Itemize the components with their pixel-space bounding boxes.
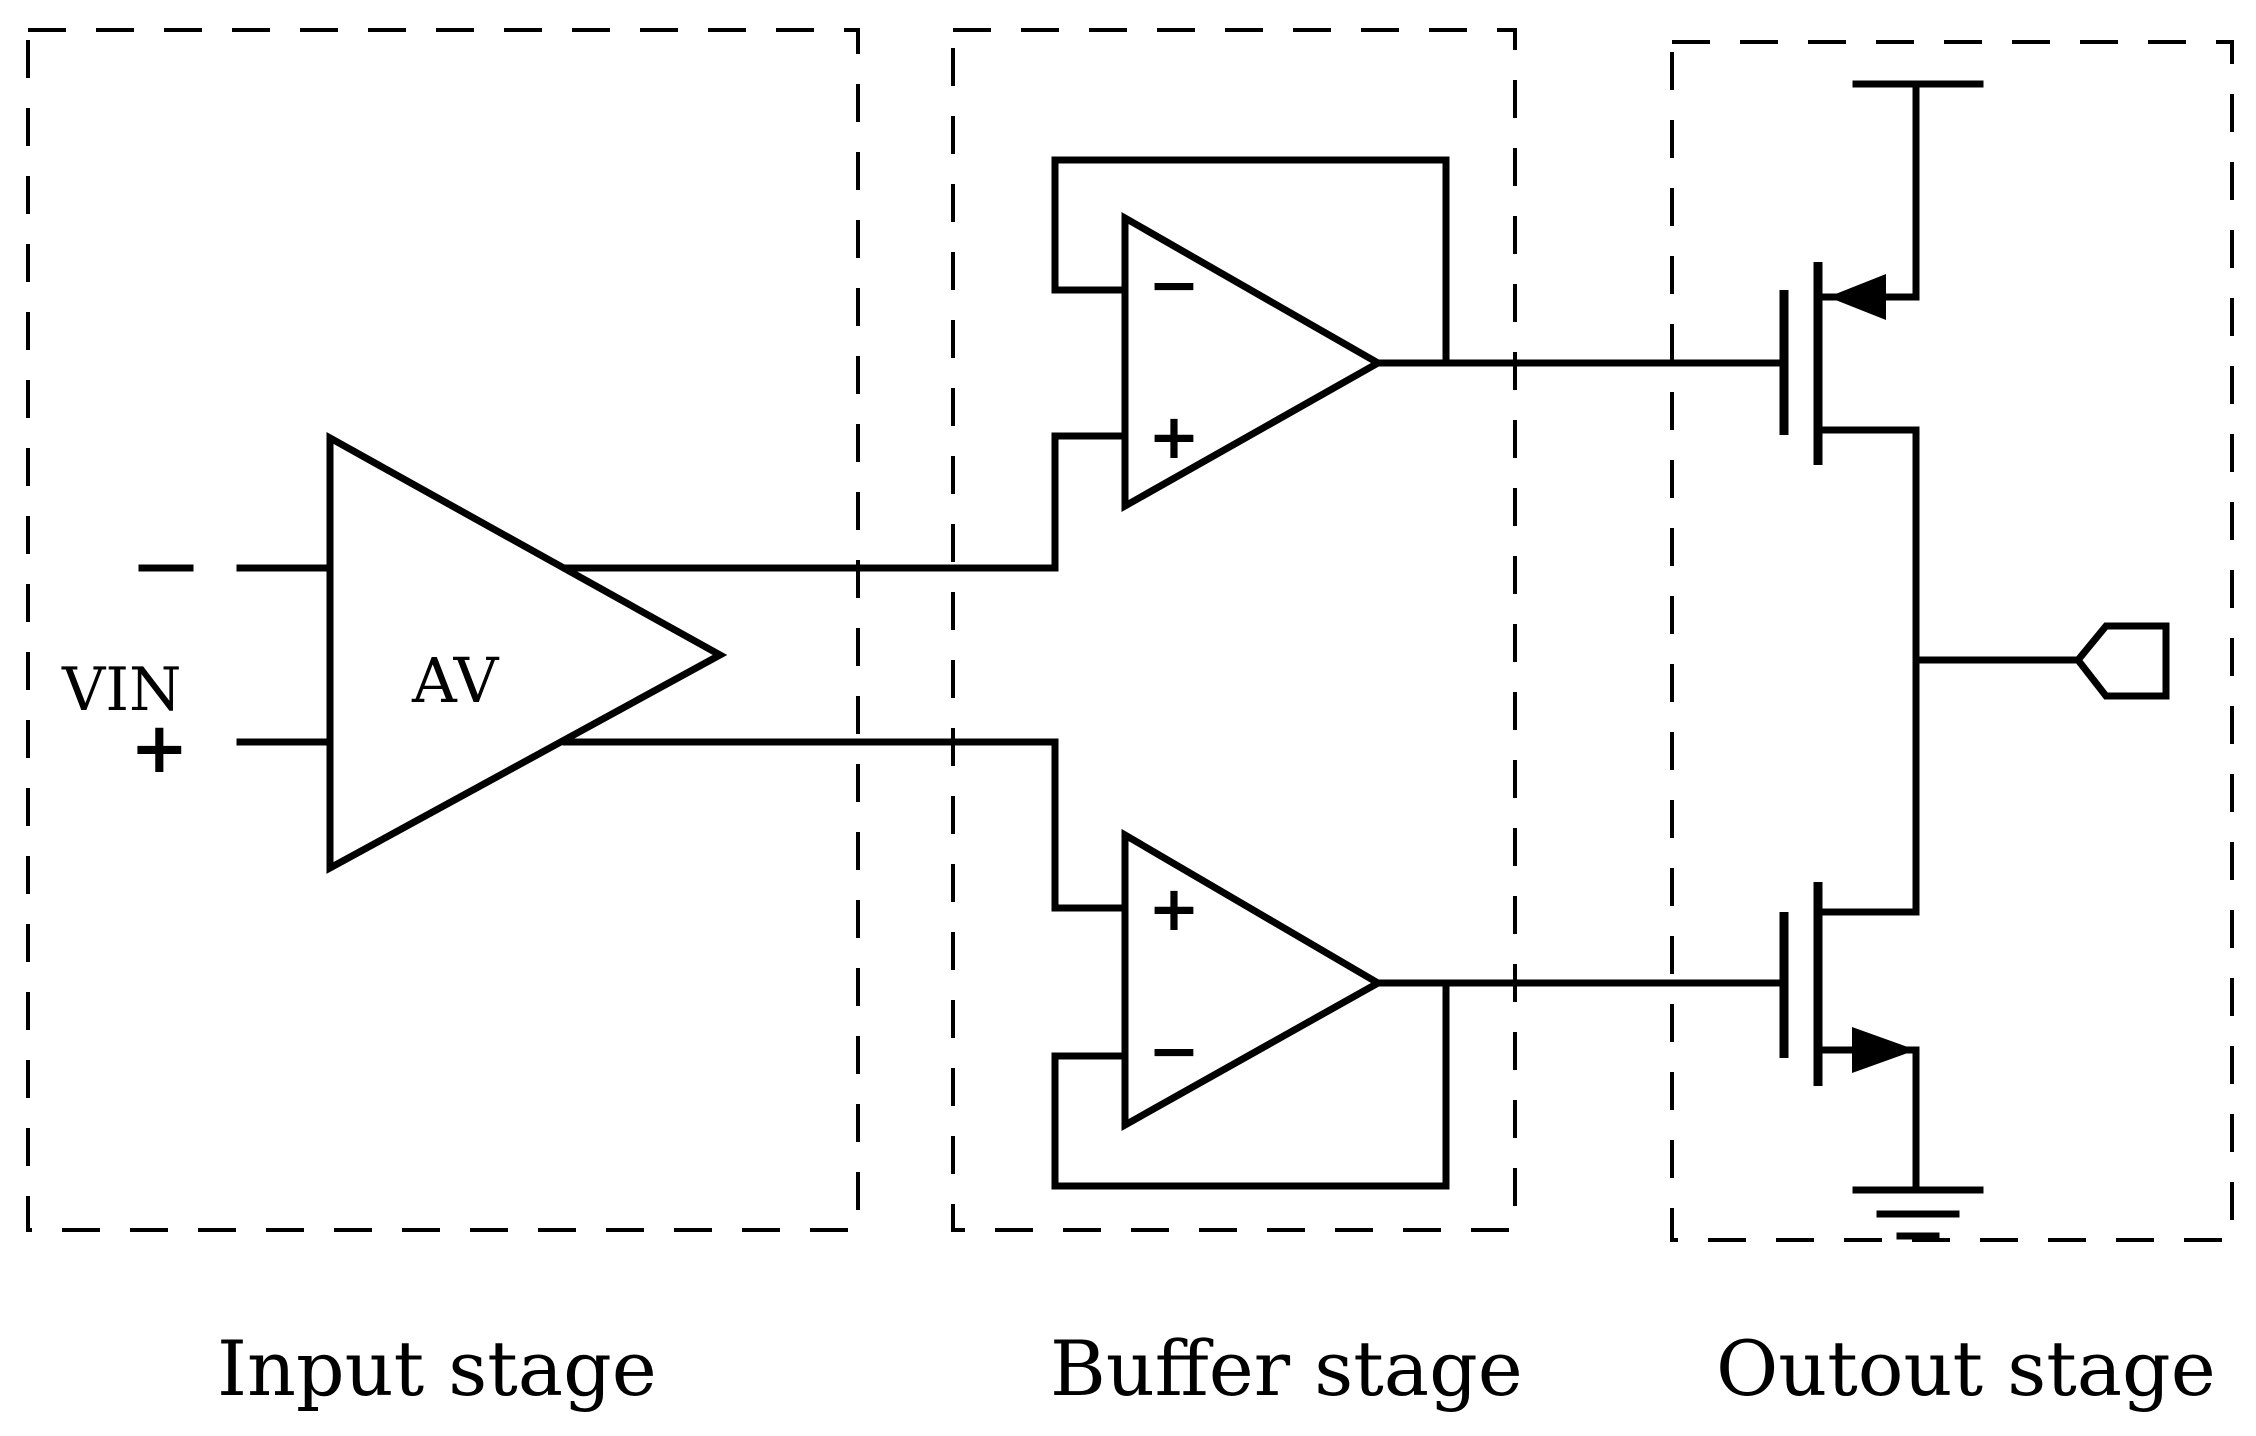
av-amplifier bbox=[326, 432, 728, 874]
input-plus-sign: + bbox=[130, 707, 189, 789]
nmos-arrow-icon bbox=[1852, 1027, 1916, 1073]
buffer-stage-box bbox=[951, 28, 1517, 1232]
top-buffer-plus-sign: + bbox=[1148, 400, 1200, 473]
buffer-stage-label: Buffer stage bbox=[1050, 1324, 1523, 1413]
output-stage-label: Outout stage bbox=[1716, 1324, 2216, 1413]
av-upper-output-wire bbox=[562, 432, 1129, 572]
bottom-buffer-minus-sign: − bbox=[1148, 1014, 1200, 1087]
nmos-source-wire bbox=[1818, 1046, 1920, 1194]
vin-label: VIN bbox=[61, 655, 182, 725]
top-buffer-amplifier bbox=[1121, 211, 1386, 512]
pmos-arrow-icon bbox=[1828, 274, 1886, 320]
input-stage-box bbox=[26, 28, 860, 1232]
pmos-drain-wire bbox=[1818, 426, 1920, 914]
bottom-buffer-feedback-wire bbox=[1051, 979, 1450, 1190]
av-lower-output-wire bbox=[562, 738, 1129, 912]
output-port-icon bbox=[2073, 622, 2170, 700]
output-stage-box bbox=[1670, 40, 2234, 1242]
input-stage-label: Input stage bbox=[217, 1324, 657, 1413]
top-buffer-feedback-wire bbox=[1051, 156, 1450, 367]
bottom-buffer-amplifier bbox=[1121, 828, 1386, 1131]
pmos-source-wire bbox=[1818, 80, 1920, 301]
av-label: AV bbox=[411, 644, 500, 717]
top-buffer-minus-sign: − bbox=[1148, 248, 1200, 321]
bottom-buffer-plus-sign: + bbox=[1148, 872, 1200, 945]
